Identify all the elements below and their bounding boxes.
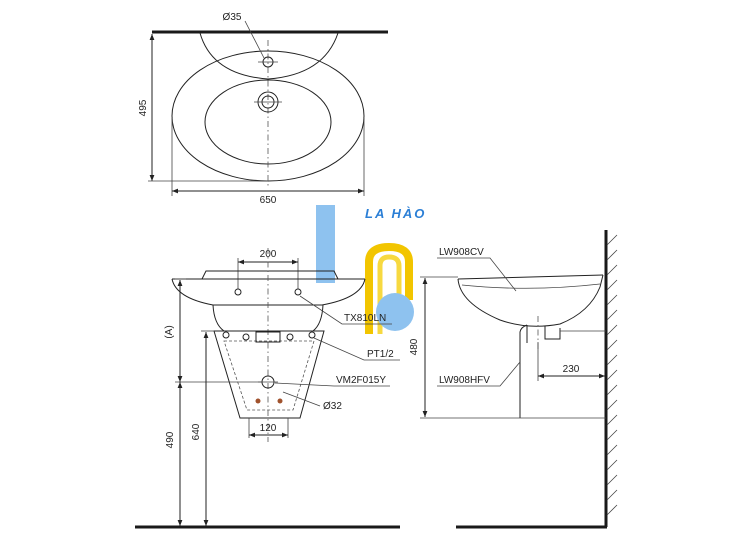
- brand-logo: LA HÀO: [316, 205, 426, 334]
- hatch-line: [606, 384, 618, 396]
- hatch-line: [606, 489, 618, 501]
- logo-blue-bar: [316, 205, 335, 283]
- logo-text: LA HÀO: [365, 206, 426, 221]
- hatch-line: [606, 339, 618, 351]
- hatch-line: [606, 444, 618, 456]
- hatch-line: [606, 399, 618, 411]
- logo-yellow-arch-outer: [365, 242, 413, 334]
- hatch-line: [606, 324, 618, 336]
- hatch-line: [606, 249, 618, 261]
- bracket-hole-2: [242, 333, 250, 341]
- front-view-backsplash: [201, 270, 339, 280]
- top-view-backsplash: [199, 32, 339, 80]
- pedestal-model-leader: [437, 361, 521, 387]
- top-view: Ø35 495 650: [138, 12, 388, 206]
- height-490-label: 490: [165, 431, 176, 448]
- mounting-hole-right: [294, 288, 302, 296]
- anchor-hole-right: [277, 398, 283, 404]
- depth-label: 495: [138, 99, 149, 116]
- wall-hatching: [606, 234, 618, 516]
- hatch-line: [606, 309, 618, 321]
- height-640-label: 640: [191, 423, 202, 440]
- hatch-line: [606, 369, 618, 381]
- hatch-line: [606, 354, 618, 366]
- pedestal-width-label: 120: [260, 423, 277, 434]
- front-view: 200 120 TX810LN PT1/2 VM2F015Y Ø32: [135, 248, 400, 529]
- logo-blue-circle: [376, 293, 414, 331]
- basin-model-label: LW908CV: [439, 247, 484, 258]
- hatch-line: [606, 474, 618, 486]
- side-height-label: 480: [409, 338, 420, 355]
- pedestal-model-label: LW908HFV: [439, 375, 490, 386]
- hatch-line: [606, 429, 618, 441]
- side-view-drain-trap: [526, 325, 561, 343]
- hole-spacing-label: 200: [260, 249, 277, 260]
- hatch-line: [606, 459, 618, 471]
- pedestal-inner-hidden-line: [223, 340, 315, 411]
- faucet-part-label: TX810LN: [344, 313, 386, 324]
- hatch-line: [606, 414, 618, 426]
- side-view-rim-thickness: [461, 283, 601, 289]
- side-view-basin-rim: [457, 274, 604, 280]
- hatch-line: [606, 294, 618, 306]
- drain-hole-leader: [282, 391, 321, 407]
- hatch-line: [606, 504, 618, 516]
- logo-yellow-arch-inner: [377, 254, 402, 334]
- pedestal-outline: [213, 330, 325, 419]
- bracket-hole-4: [308, 331, 316, 339]
- supply-part-label: PT1/2: [367, 349, 394, 360]
- bracket-hole-3: [286, 333, 294, 341]
- faucet-hole-leader: [244, 20, 265, 59]
- valve-part-label: VM2F015Y: [336, 375, 386, 386]
- supply-leader: [313, 337, 400, 361]
- hatch-line: [606, 279, 618, 291]
- faucet-leader: [299, 295, 392, 325]
- anchor-hole-left: [255, 398, 261, 404]
- side-view: 230 480 LW908CV LW908HFV: [409, 230, 618, 529]
- side-view-basin-bowl: [457, 274, 604, 327]
- mounting-hole-left: [234, 288, 242, 296]
- hatch-line: [606, 264, 618, 276]
- valve-leader: [274, 382, 390, 387]
- side-view-pedestal-front: [519, 324, 528, 418]
- drain-hole-diameter-label: Ø32: [323, 401, 342, 412]
- hatch-line: [606, 234, 618, 246]
- projection-label: 230: [563, 364, 580, 375]
- width-label: 650: [260, 195, 277, 206]
- height-a-label: (A): [164, 325, 175, 338]
- trap-cap: [255, 331, 281, 343]
- basin-model-leader: [437, 257, 517, 292]
- faucet-hole-diameter-label: Ø35: [223, 12, 242, 23]
- front-view-bowl-upper: [171, 278, 366, 306]
- bracket-hole-1: [222, 331, 230, 339]
